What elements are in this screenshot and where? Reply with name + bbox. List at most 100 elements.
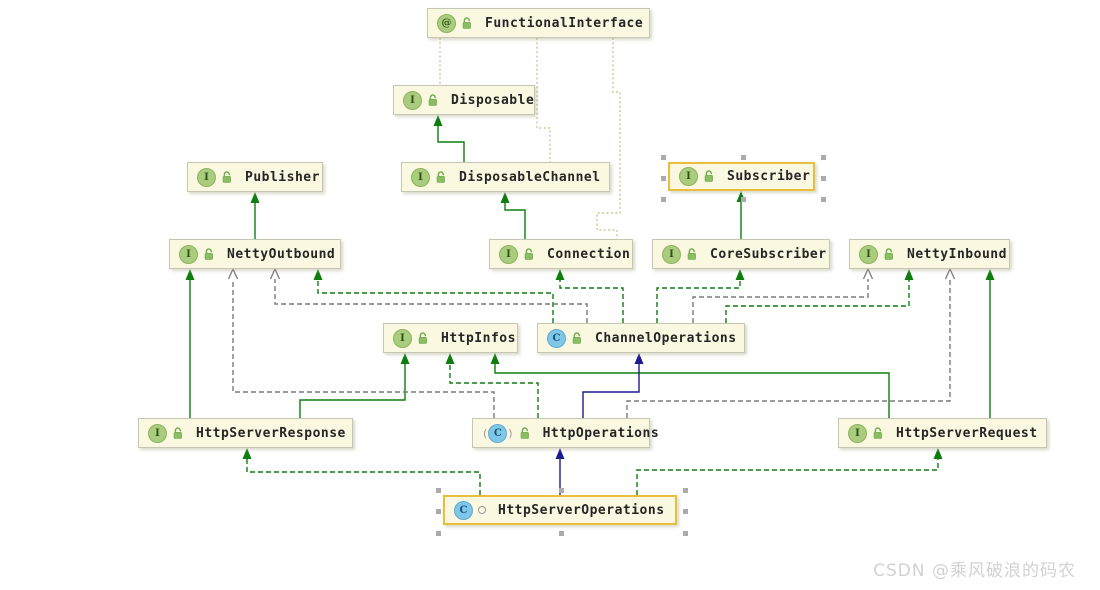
abstract-class-icon: (C) [482,423,514,443]
edge-line [596,38,621,239]
class-icon: C [547,328,566,348]
edge-http-operations-to-channel-operations [582,353,644,418]
selection-handle[interactable] [559,488,564,493]
node-core-subscriber[interactable]: I CoreSubscriber [652,239,830,269]
edge-line [536,38,551,162]
node-label: Subscriber [727,169,811,184]
interface-icon: I [393,328,412,348]
arrowhead-filled-icon [904,269,914,280]
paren-icon: ) [508,426,513,440]
edge-line [246,458,481,495]
selection-handle[interactable] [821,175,826,181]
public-lock-icon [427,93,439,107]
selection-handle[interactable] [661,155,666,160]
edge-line [449,363,539,418]
edge-disposable-channel-to-disposable [433,115,465,162]
edge-line [317,279,554,323]
interface-icon: I [197,167,216,187]
node-http-operations[interactable]: (C) HttpOperations [472,418,659,448]
selection-handle[interactable] [661,175,666,181]
selection-handle[interactable] [436,531,441,536]
node-http-server-request[interactable]: I HttpServerRequest [838,418,1047,448]
selection-handle[interactable] [683,488,688,493]
interface-icon: I [499,244,518,264]
public-lock-icon [872,426,884,440]
edge-line [636,458,939,495]
interface-icon: I [662,244,681,264]
selection-handle[interactable] [661,197,666,202]
public-lock-icon [221,170,233,184]
edge-http-server-request-to-http-infos [490,353,890,418]
node-label: HttpServerOperations [498,502,665,518]
edge-functional-interface-to-disposable-channel [536,38,551,162]
arrowhead-filled-icon [634,353,644,364]
arrowhead-filled-icon [555,269,565,280]
edge-http-operations-to-netty-inbound [626,267,956,418]
interface-icon: I [403,90,422,110]
edge-line [626,279,951,418]
node-label: DisposableChannel [459,169,601,185]
arrowhead-filled-icon [735,269,745,280]
interface-icon: I [848,423,867,443]
node-label: Publisher [245,169,320,185]
edge-line [437,125,465,162]
edge-line [559,279,624,323]
selection-handle[interactable] [740,197,746,202]
node-disposable-channel[interactable]: I DisposableChannel [401,162,610,192]
edge-line [692,279,869,323]
arrowhead-filled-icon [555,448,565,459]
selection-handle[interactable] [436,509,441,514]
node-publisher[interactable]: I Publisher [187,162,323,192]
edge-http-operations-to-http-infos [445,353,539,418]
selection-handle[interactable] [740,155,746,160]
node-label: HttpServerRequest [896,425,1038,441]
selection-handle[interactable] [821,197,826,202]
node-label: ChannelOperations [595,330,737,346]
public-lock-icon [519,426,531,440]
public-lock-icon [883,247,895,261]
public-lock-icon [203,247,215,261]
arrowhead-open-icon [269,267,281,280]
edge-line [725,279,910,323]
selection-handle[interactable] [683,509,688,514]
public-lock-icon [417,331,429,345]
package-private-icon [478,506,486,514]
node-channel-operations[interactable]: C ChannelOperations [537,323,745,353]
selection-handle[interactable] [683,531,688,536]
arrowhead-filled-icon [490,353,500,364]
node-label: HttpOperations [542,425,660,441]
edge-http-server-operations-to-http-server-request [636,448,943,495]
public-lock-icon [172,426,184,440]
arrowhead-filled-icon [933,448,943,459]
selection-handle[interactable] [436,488,441,493]
watermark: CSDN @乘风破浪的码农 [873,561,1076,581]
arrowhead-open-icon [944,267,956,280]
edge-line [504,202,526,239]
edge-line [582,363,640,418]
edge-line [232,279,495,418]
selection-handle[interactable] [559,531,564,536]
node-label: HttpServerResponse [196,425,346,441]
arrowhead-filled-icon [500,192,510,203]
node-functional-interface[interactable]: @FunctionalInterface [427,8,650,38]
edge-line [299,363,406,418]
interface-icon: I [411,167,430,187]
node-label: CoreSubscriber [710,246,827,262]
node-label: NettyOutbound [227,246,336,262]
public-lock-icon [571,331,583,345]
arrowhead-filled-icon [445,353,455,364]
edge-channel-operations-to-netty-inbound [692,267,874,323]
edge-channel-operations-to-core-subscriber [656,269,745,323]
selection-handle[interactable] [821,155,826,160]
paren-icon: ( [483,426,488,440]
